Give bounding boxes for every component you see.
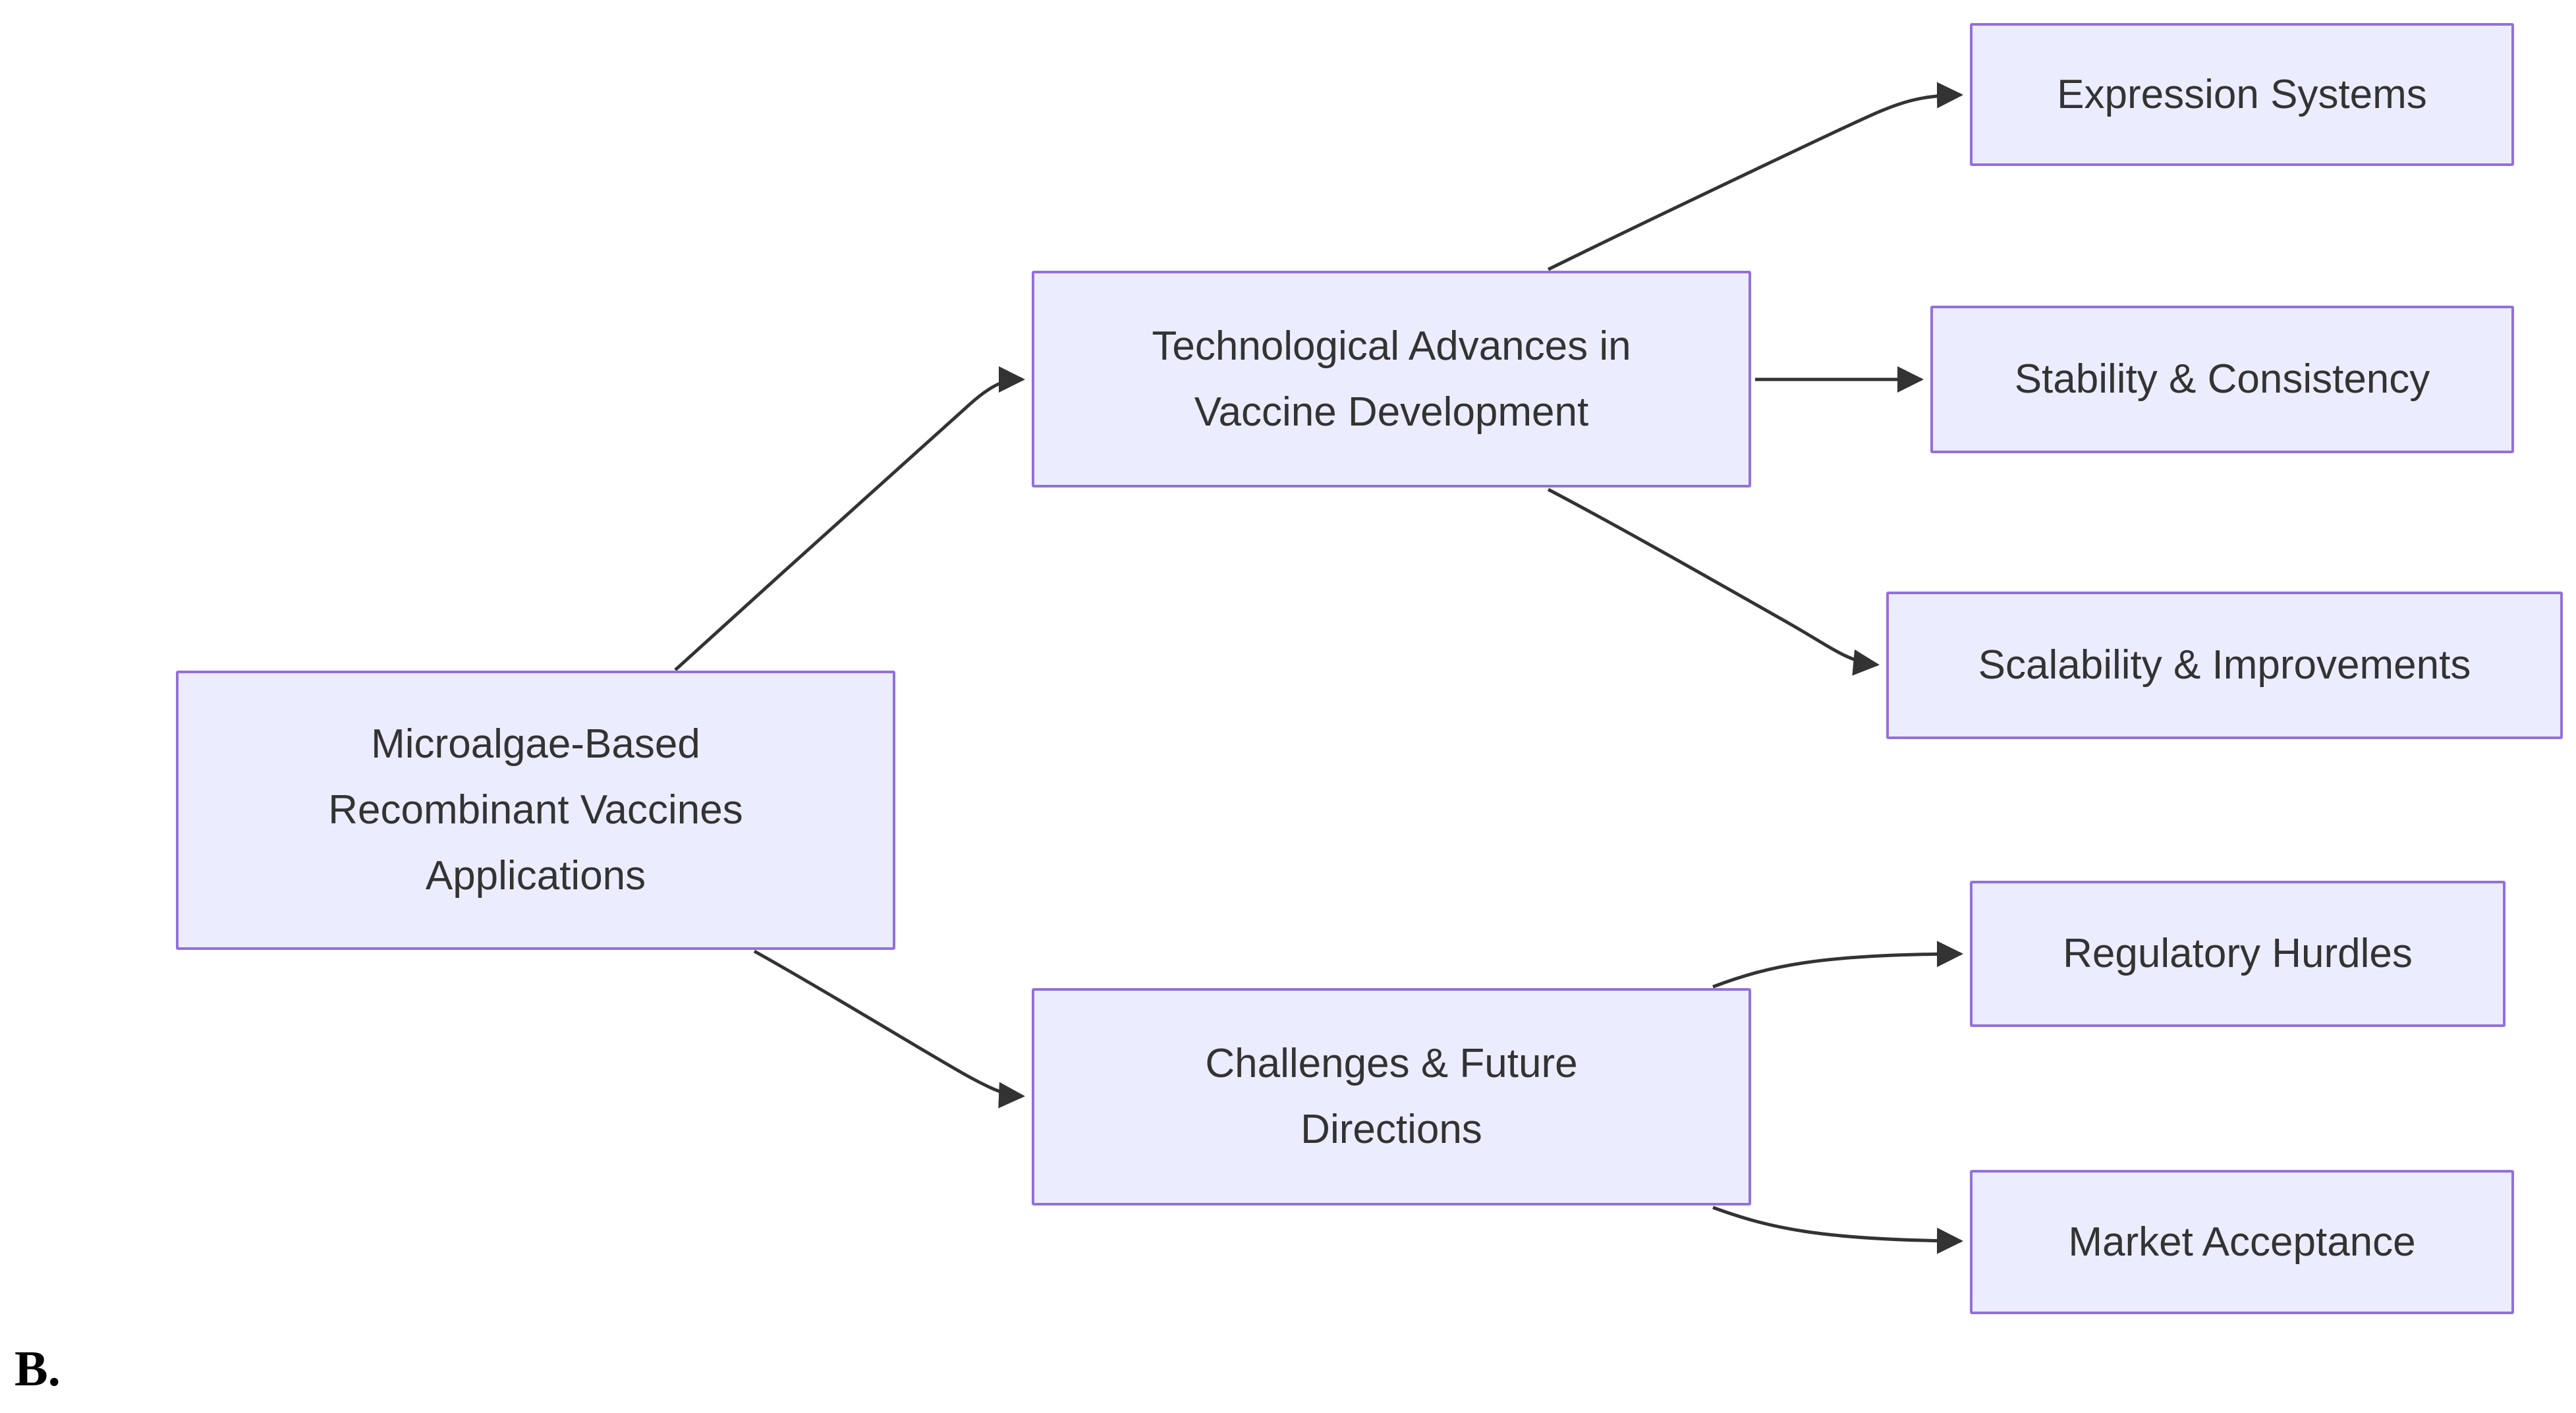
node-market-acceptance: Market Acceptance [1970,1170,2514,1314]
node-technological-advances: Technological Advances in Vaccine Develo… [1032,271,1751,487]
node-expression-systems: Expression Systems [1970,23,2514,166]
edge-challenges-to-regulatory [1712,941,1963,989]
node-regulatory-hurdles: Regulatory Hurdles [1970,881,2506,1027]
edge-tech-to-expression [1547,82,1963,271]
node-label-line: Stability & Consistency [2014,356,2430,402]
node-label-line: Scalability & Improvements [1978,642,2471,688]
node-label-line: Technological Advances in [1152,323,1631,369]
node-label-line: Regulatory Hurdles [2063,931,2413,976]
node-label-line: Directions [1301,1107,1482,1152]
edge-root-to-tech [674,366,1025,671]
node-label-line: Microalgae-Based [371,721,700,767]
node-scalability-improvements: Scalability & Improvements [1886,592,2563,739]
node-label-line: Vaccine Development [1194,389,1589,435]
edge-challenges-to-market [1712,1205,1963,1254]
node-label-line: Market Acceptance [2068,1219,2416,1265]
edge-tech-to-scalability [1547,487,1880,676]
node-label-line: Applications [425,853,646,899]
node-microalgae-root: Microalgae-Based Recombinant Vaccines Ap… [176,671,895,950]
node-label-line: Expression Systems [2057,71,2427,117]
node-challenges-future: Challenges & Future Directions [1032,988,1751,1205]
figure-panel-label: B. [14,1341,61,1397]
node-label-line: Recombinant Vaccines [328,787,743,833]
node-label-line: Challenges & Future [1205,1041,1578,1086]
node-stability-consistency: Stability & Consistency [1930,306,2514,453]
edge-root-to-challenges [753,949,1025,1109]
